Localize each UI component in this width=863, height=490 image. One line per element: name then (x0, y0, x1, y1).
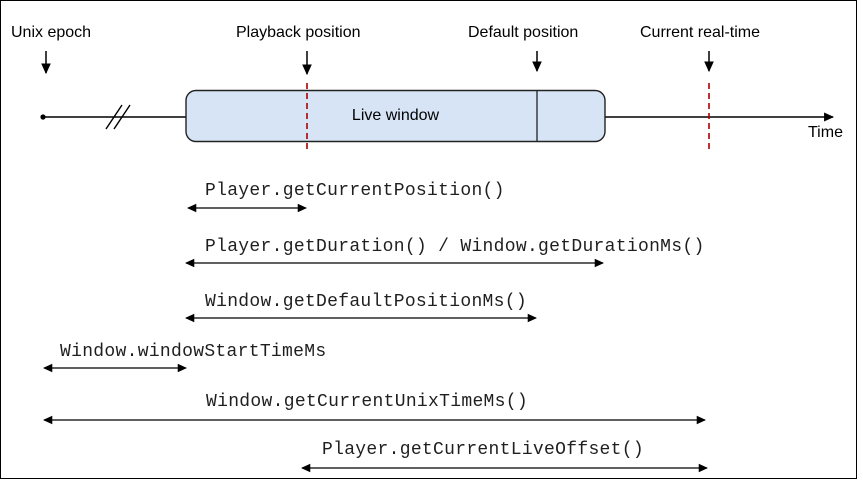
span-label-player-get-current-live-offset: Player.getCurrentLiveOffset() (322, 440, 644, 460)
span-label-player-get-duration: Player.getDuration() / Window.getDuratio… (205, 237, 705, 257)
span-label-window-window-start-time: Window.windowStartTimeMs (60, 342, 327, 362)
current-real-time-label: Current real-time (640, 24, 761, 41)
playback-position-label: Playback position (236, 24, 361, 41)
axis-origin-dot (40, 114, 46, 120)
time-axis-label: Time (808, 124, 843, 141)
span-label-player-get-current-position: Player.getCurrentPosition() (205, 181, 505, 201)
default-position-label: Default position (468, 24, 579, 41)
live-window-box (185, 89, 606, 143)
live-window-label: Live window (351, 107, 440, 124)
span-label-window-get-default-position: Window.getDefaultPositionMs() (205, 292, 527, 312)
unix-epoch-label: Unix epoch (11, 24, 92, 41)
span-label-window-get-current-unix-time: Window.getCurrentUnixTimeMs() (206, 392, 528, 412)
axis-break-icon (105, 104, 131, 130)
